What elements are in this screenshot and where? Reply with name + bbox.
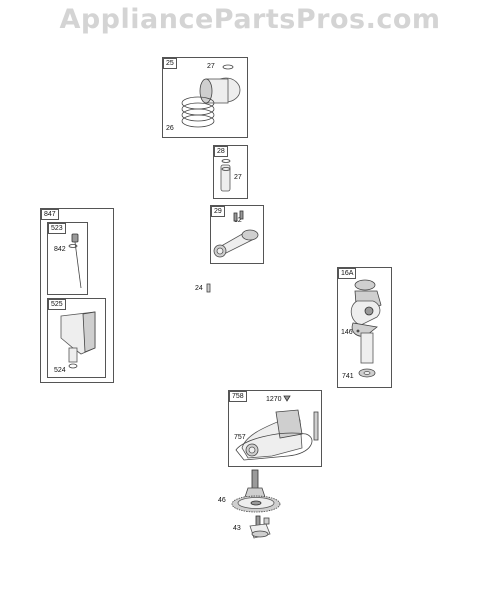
crankcase-cover-drawing	[235, 395, 319, 461]
callout-46: 46	[218, 497, 226, 504]
callout-847: 847	[41, 209, 59, 220]
callout-24: 24	[195, 285, 203, 292]
callout-26: 26	[166, 125, 174, 132]
crankshaft-frame	[337, 267, 392, 388]
governor-drawing	[249, 515, 271, 539]
callout-146: 146	[341, 329, 353, 336]
connecting-rod-drawing	[213, 210, 259, 258]
watermark-logo: AppliancePartsPros.com	[59, 4, 441, 35]
callout-757: 757	[234, 434, 246, 441]
bolt-24-drawing	[206, 283, 211, 293]
piston-pin-drawing	[220, 159, 231, 192]
callout-43: 43	[233, 525, 241, 532]
piston-rings-drawing	[181, 64, 241, 128]
dipstick-drawing	[68, 233, 82, 289]
callout-525: 525	[48, 299, 66, 310]
callout-1270: 1270	[266, 396, 282, 403]
cam-gear-drawing	[231, 469, 281, 513]
callout-32: 32	[234, 217, 242, 224]
callout-523: 523	[48, 223, 66, 234]
callout-29: 29	[211, 206, 225, 217]
callout-758: 758	[229, 391, 247, 402]
callout-28: 28	[214, 146, 228, 157]
dipstick-frame	[47, 222, 88, 295]
callout-842: 842	[54, 246, 66, 253]
callout-741: 741	[342, 373, 354, 380]
callout-25: 25	[163, 58, 177, 69]
callout-27-piston: 27	[207, 63, 215, 70]
callout-524: 524	[54, 367, 66, 374]
crankshaft-drawing	[350, 279, 382, 378]
callout-16A: 16A	[338, 268, 357, 279]
oil-fill-tube-drawing	[60, 311, 96, 369]
callout-27-pin: 27	[234, 174, 242, 181]
